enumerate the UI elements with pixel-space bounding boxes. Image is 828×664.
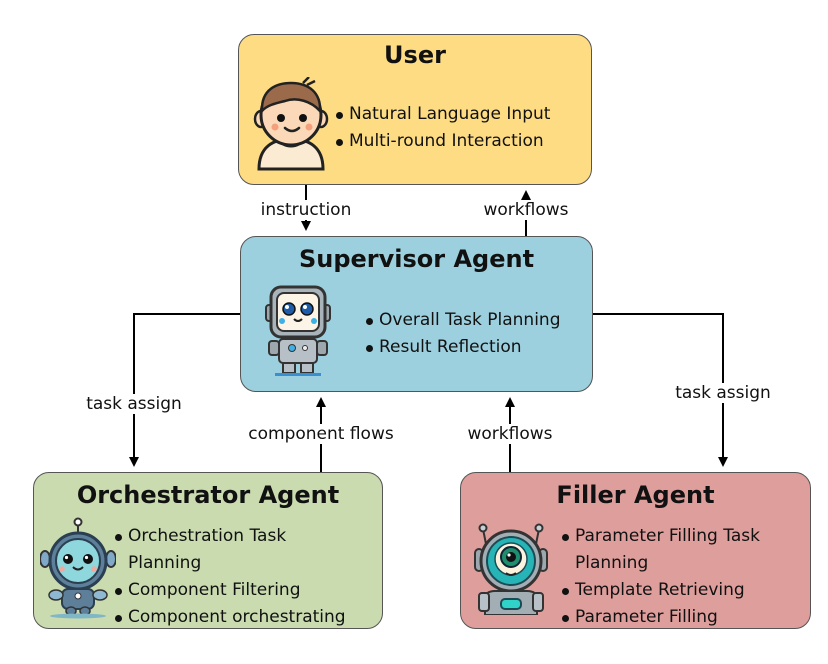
orchestrator-title: Orchestrator Agent	[76, 481, 340, 509]
robot-filler-icon	[474, 523, 548, 615]
bullet: Template Retrieving	[561, 577, 760, 604]
user-bullets: Natural Language Input Multi-round Inter…	[335, 101, 550, 155]
bullet: Natural Language Input	[335, 101, 550, 128]
supervisor-bullets: Overall Task Planning Result Reflection	[365, 307, 560, 361]
bullet: Overall Task Planning	[365, 307, 560, 334]
bullet: Component Filtering	[114, 577, 346, 604]
bullet: Result Reflection	[365, 334, 560, 361]
bullet: Parameter Filling	[561, 604, 760, 631]
edge-task-assign-right	[593, 313, 728, 467]
bullet: Multi-round Interaction	[335, 128, 550, 155]
label-component-flows: component flows	[245, 424, 397, 444]
label-task-assign-right: task assign	[672, 383, 774, 403]
supervisor-agent-node: Supervisor Agent Overall Task Planning R…	[240, 236, 593, 392]
bullet: Component orchestrating	[114, 604, 346, 631]
edge-task-assign-left	[129, 313, 240, 467]
label-workflows-filler: workflows	[464, 424, 556, 444]
user-node: User Natural Language Input Multi-round …	[238, 34, 592, 185]
user-title: User	[384, 41, 446, 69]
label-task-assign-left: task assign	[83, 394, 185, 414]
child-avatar-icon	[253, 77, 329, 171]
robot-supervisor-icon	[265, 285, 331, 376]
filler-title: Filler Agent	[556, 481, 715, 509]
label-instruction: instruction	[257, 200, 355, 220]
label-workflows-up: workflows	[480, 200, 572, 220]
supervisor-title: Supervisor Agent	[298, 245, 535, 273]
robot-orchestrator-icon	[40, 517, 116, 619]
